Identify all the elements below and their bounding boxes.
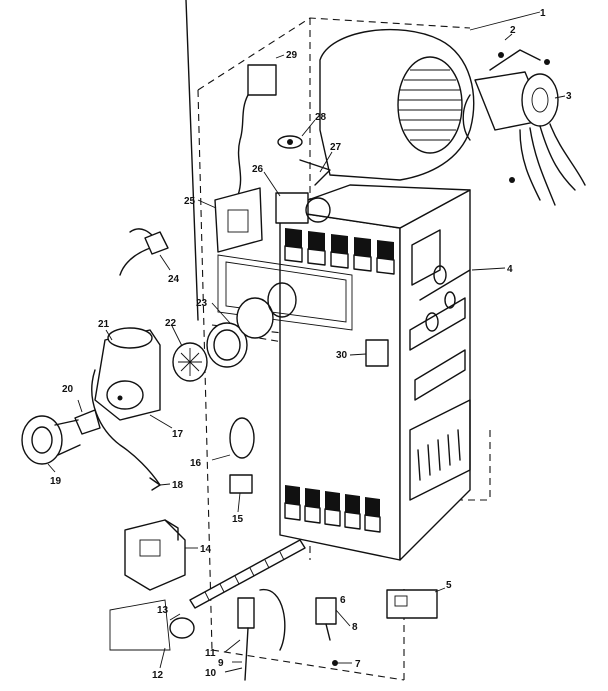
callout-2: 2 — [510, 25, 516, 36]
callout-14: 14 — [200, 544, 212, 555]
callout-21: 21 — [98, 319, 110, 330]
callout-26: 26 — [252, 164, 264, 175]
blower-housing — [319, 28, 475, 181]
inducer-assembly — [21, 327, 208, 491]
callout-29: 29 — [286, 50, 298, 61]
blower-motor — [462, 49, 586, 206]
callouts: 1 2 3 4 5 8 7 9 10 11 12 13 14 15 16 17 — [47, 8, 572, 681]
reference-line — [185, 0, 199, 321]
transformer — [237, 64, 277, 196]
callout-19: 19 — [50, 476, 62, 487]
gasket — [206, 282, 297, 368]
callout-16: 16 — [190, 458, 202, 469]
callout-13: 13 — [157, 605, 169, 616]
callout-28: 28 — [315, 112, 327, 123]
side-heat-cells — [409, 229, 471, 501]
inspection-cover — [365, 339, 389, 367]
callout-11: 11 — [205, 648, 216, 659]
burner-manifold — [169, 539, 306, 639]
callout-15: 15 — [232, 514, 244, 525]
callout-18: 18 — [172, 480, 184, 491]
callout-25: 25 — [184, 196, 196, 207]
callout-3: 3 — [566, 91, 572, 102]
callout-5: 5 — [446, 580, 452, 591]
limit-switch — [277, 135, 303, 149]
callout-24: 24 — [168, 274, 180, 285]
callout-23: 23 — [196, 298, 208, 309]
callout-20: 20 — [62, 384, 74, 395]
callout-7: 7 — [355, 659, 361, 670]
flame-rollout-switch — [229, 417, 255, 494]
callout-30: 30 — [336, 350, 348, 361]
bottom-parts — [109, 589, 438, 681]
callout-27: 27 — [330, 142, 342, 153]
control-board — [214, 187, 263, 253]
heat-exchanger — [279, 184, 471, 561]
callout-17: 17 — [172, 429, 184, 440]
callout-6: 6 — [340, 595, 346, 606]
callout-10: 10 — [205, 668, 217, 679]
callout-12: 12 — [152, 670, 164, 681]
callout-4: 4 — [507, 264, 513, 275]
wire-harness — [119, 228, 169, 276]
pressure-switch-assembly — [275, 159, 331, 224]
callout-9: 9 — [218, 658, 224, 669]
callout-8: 8 — [352, 622, 358, 633]
callout-22: 22 — [165, 318, 177, 329]
upper-burner-ports — [284, 228, 395, 275]
gas-valve — [124, 519, 186, 591]
lower-burner-ports — [284, 485, 381, 533]
callout-1: 1 — [540, 8, 546, 19]
front-panel-outline — [217, 254, 353, 331]
